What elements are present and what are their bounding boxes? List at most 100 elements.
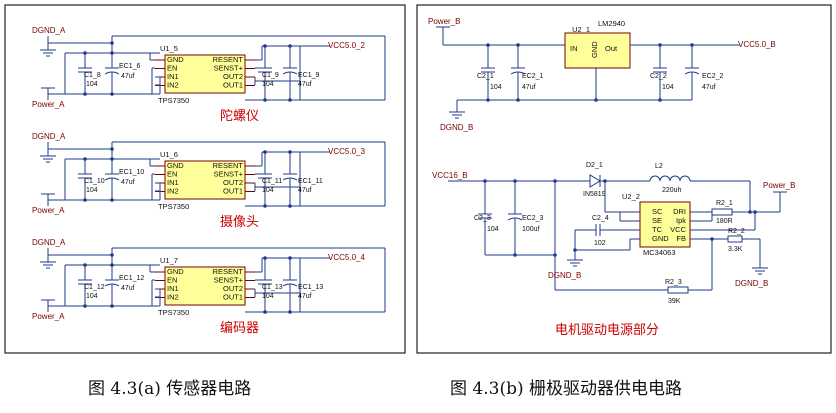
- ec2-1-label: EC2_1: [522, 73, 544, 80]
- pin-right-0: RESENT: [213, 161, 244, 170]
- cap-c3-value: 104: [262, 187, 274, 194]
- power-b-in-label: Power_B: [428, 17, 460, 26]
- mc34063-chip: [639, 201, 691, 248]
- cap-c2-label: EC1_6: [119, 63, 141, 70]
- cap-c3-value: 104: [262, 81, 274, 88]
- pin-right-2: OUT2: [223, 284, 243, 293]
- cap-c1-value: 104: [86, 293, 98, 300]
- tps7350-chip: [164, 266, 246, 306]
- dgnd-b-top-label: DGND_B: [440, 123, 473, 132]
- sensor-section-3: DGND_APower_AC1_12104EC1_1247ufU1_7TPS73…: [32, 238, 386, 336]
- chip-label: TPS7350: [158, 308, 189, 317]
- cap-c4-label: EC1_9: [298, 72, 320, 79]
- cap-c4-label: EC1_13: [298, 284, 323, 291]
- tps7350-chip: [164, 160, 246, 200]
- power-a-label: Power_A: [32, 100, 65, 109]
- ic-label: U1_7: [160, 256, 178, 265]
- right-bottom-section: VCC16_B D2_1 IN5819 L2 220uh U2_2 MC3406…: [432, 162, 795, 338]
- right-panel-frame: [416, 4, 832, 354]
- vcc-label: VCC5.0_4: [328, 253, 365, 262]
- cap-c1-value: 104: [86, 187, 98, 194]
- chip-label: TPS7350: [158, 202, 189, 211]
- c2-2-value: 104: [662, 84, 674, 91]
- pin-left-1: EN: [167, 276, 177, 285]
- pin-left-2: IN1: [167, 284, 179, 293]
- r2-1-resistor: [711, 208, 733, 216]
- cap-c2-value: 47uf: [121, 73, 135, 80]
- c2-4-value: 102: [594, 240, 606, 247]
- cap-c2-label: EC1_12: [119, 275, 144, 282]
- power-b-out-label: Power_B: [763, 181, 795, 190]
- section-name: 摄像头: [220, 215, 259, 230]
- c2-3-value: 104: [487, 226, 499, 233]
- u2-1-label: U2_1: [572, 25, 590, 34]
- ec2-2-value: 47uf: [702, 84, 716, 91]
- pin-right-0: RESENT: [213, 267, 244, 276]
- dgnd-a-label: DGND_A: [32, 238, 66, 247]
- section-name: 陀螺仪: [220, 108, 259, 124]
- mc-pin-left-3: GND: [652, 234, 669, 243]
- lm2940-chip: [564, 32, 631, 69]
- l2-value: 220uh: [662, 187, 682, 194]
- cap-c2-value: 47uf: [121, 179, 135, 186]
- pin-left-3: IN2: [167, 81, 179, 90]
- pin-right-1: SENST+: [214, 170, 244, 179]
- cap-c4-label: EC1_11: [298, 178, 323, 185]
- chip-label: TPS7350: [158, 96, 189, 105]
- cap-c1-value: 104: [86, 81, 98, 88]
- vcc-label: VCC5.0_3: [328, 147, 365, 156]
- r2-1-label: R2_1: [716, 200, 733, 207]
- mc34063-label: MC34063: [643, 248, 676, 257]
- lm2940-pin-out: Out: [605, 44, 618, 53]
- sensor-section-2: DGND_APower_AC1_10104EC1_1047ufU1_6TPS73…: [32, 132, 386, 230]
- mc-pin-right-1: Ipk: [676, 216, 686, 225]
- u2-2-label: U2_2: [622, 192, 640, 201]
- mc-pin-left-2: TC: [652, 225, 663, 234]
- pin-left-3: IN2: [167, 187, 179, 196]
- cap-c1-label: C1_10: [84, 178, 105, 185]
- ec2-1-cap: [510, 45, 526, 100]
- mc-pin-right-3: FB: [676, 234, 686, 243]
- dgnd-b-mid-label: DGND_B: [548, 271, 581, 280]
- pin-left-2: IN1: [167, 72, 179, 81]
- r2-2-value: 3.3K: [728, 246, 743, 253]
- dgnd-a-label: DGND_A: [32, 26, 66, 35]
- ec2-2-label: EC2_2: [702, 73, 724, 80]
- pin-right-1: SENST+: [214, 276, 244, 285]
- left-panel-sections: DGND_APower_AC1_8104EC1_647ufU1_5TPS7350…: [32, 26, 386, 336]
- cap-c3-value: 104: [262, 293, 274, 300]
- power-a-label: Power_A: [32, 206, 65, 215]
- dgnd-b-right-label: DGND_B: [735, 279, 768, 288]
- cap-c4-value: 47uf: [298, 293, 312, 300]
- motor-power-title: 电机驱动电源部分: [555, 323, 659, 338]
- pin-left-2: IN1: [167, 178, 179, 187]
- pin-left-3: IN2: [167, 293, 179, 302]
- c2-1-cap: [481, 45, 495, 100]
- d2-1-value: IN5819: [583, 191, 606, 198]
- tps7350-chip: [164, 54, 246, 94]
- power-a-label: Power_A: [32, 312, 65, 321]
- caption-left: 图 4.3(a) 传感器电路: [88, 379, 251, 399]
- dgnd-a-label: DGND_A: [32, 132, 66, 141]
- inductor-l2: [640, 175, 750, 182]
- c2-2-cap: [653, 45, 667, 100]
- ec2-3-label: EC2_3: [522, 215, 544, 222]
- cap-c3-label: C1_9: [262, 72, 279, 79]
- section-name: 编码器: [220, 321, 259, 336]
- mc-pin-right-2: VCC: [670, 225, 686, 234]
- pin-right-3: OUT1: [223, 81, 243, 90]
- pin-left-0: GND: [167, 161, 184, 170]
- l2-label: L2: [655, 163, 663, 170]
- ec2-1-value: 47uf: [522, 84, 536, 91]
- c2-2-label: C2_2: [650, 73, 667, 80]
- pin-right-3: OUT1: [223, 187, 243, 196]
- c2-1-value: 104: [490, 84, 502, 91]
- cap-c4-value: 47uf: [298, 81, 312, 88]
- lm2940-label: LM2940: [598, 19, 625, 28]
- mc-pin-right-0: DRI: [673, 207, 686, 216]
- ec2-2-cap: [684, 45, 700, 100]
- c2-3-label: C2_3: [474, 215, 491, 222]
